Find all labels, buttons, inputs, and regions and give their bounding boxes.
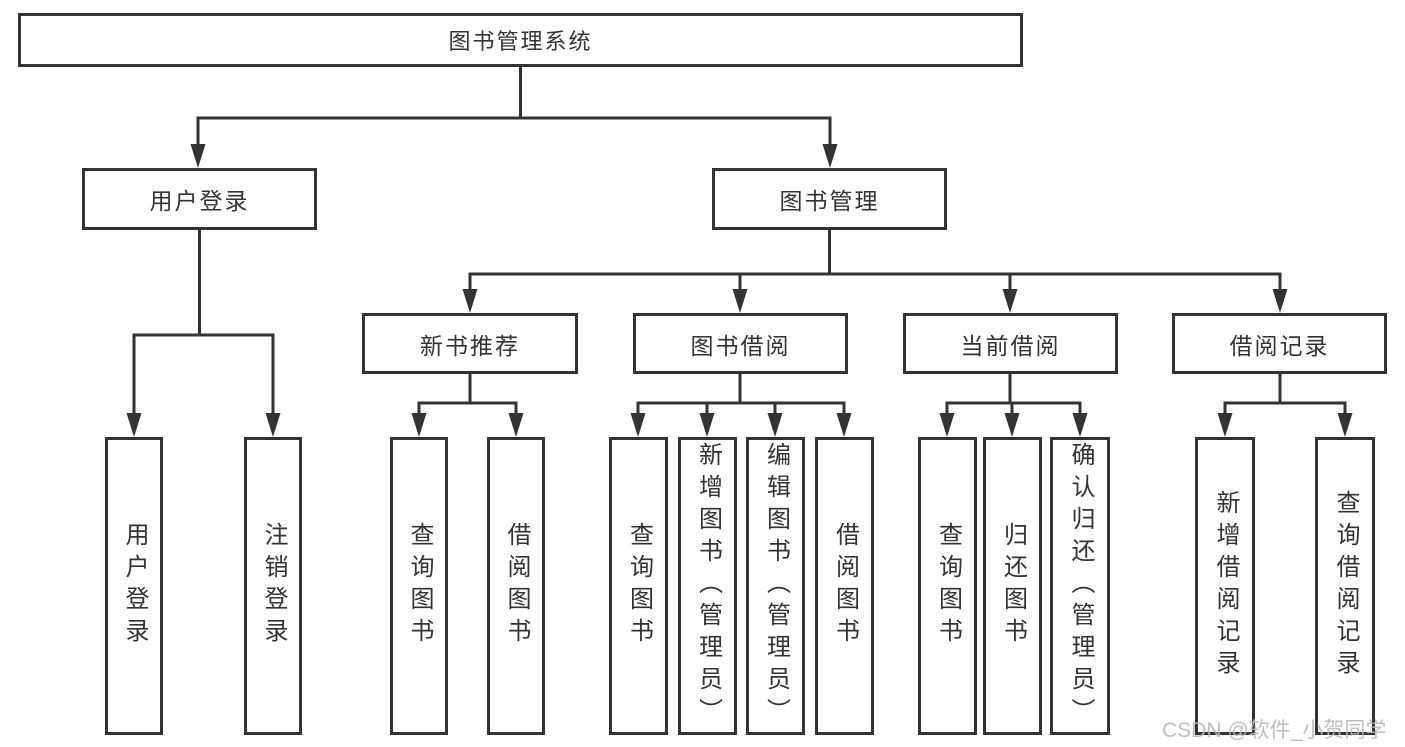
leaf-logout: 注销登录 <box>244 437 302 735</box>
leaf-query-borrow-record: 查询借阅记录 <box>1315 437 1375 735</box>
leaf-return-books: 归还图书 <box>983 437 1042 735</box>
leaf-add-books-admin: 新增图书（管理员） <box>678 437 737 735</box>
arrowheads <box>126 144 1353 437</box>
leaf-query-books-current: 查询图书 <box>918 437 977 735</box>
leaf-user-login: 用户登录 <box>105 437 163 735</box>
leaf-query-books-borrow: 查询图书 <box>609 437 668 735</box>
node-book-management: 图书管理 <box>712 168 947 230</box>
leaf-borrow-books: 借阅图书 <box>815 437 874 735</box>
node-root-book-management-system: 图书管理系统 <box>18 13 1023 67</box>
leaf-borrow-books-recommend: 借阅图书 <box>487 437 545 735</box>
node-current-borrow: 当前借阅 <box>903 313 1118 374</box>
node-new-book-recommend: 新书推荐 <box>362 313 578 374</box>
leaf-edit-books-admin: 编辑图书（管理员） <box>746 437 805 735</box>
node-user-login: 用户登录 <box>82 168 317 230</box>
node-borrow-records: 借阅记录 <box>1172 313 1387 374</box>
csdn-watermark: CSDN @软件_小贺同学 <box>1162 719 1387 742</box>
leaf-query-books-recommend: 查询图书 <box>390 437 448 735</box>
leaf-confirm-return-admin: 确认归还（管理员） <box>1050 437 1110 735</box>
node-book-borrow: 图书借阅 <box>633 313 848 374</box>
leaf-add-borrow-record: 新增借阅记录 <box>1195 437 1255 735</box>
